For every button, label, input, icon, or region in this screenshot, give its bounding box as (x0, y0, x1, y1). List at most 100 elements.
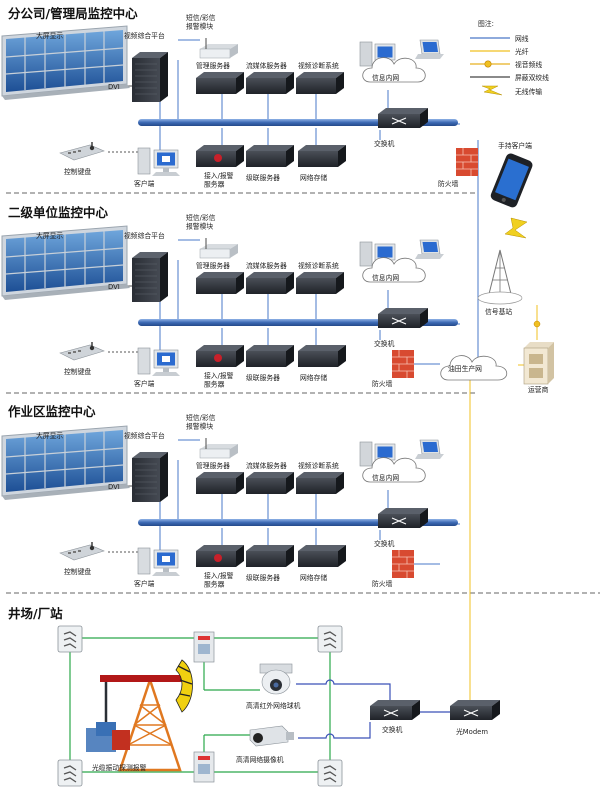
sms-module-label: 报警模块 (186, 22, 213, 31)
switch-label: 交换机 (374, 139, 395, 148)
wireless-icon (504, 217, 528, 239)
storage-icon (298, 145, 346, 167)
mgmt-server-icon (196, 472, 244, 494)
mgmt-server-icon (196, 72, 244, 94)
intranet-label: 信息内网 (372, 273, 399, 282)
sms-module-label: 短信/彩信 (186, 213, 216, 222)
firewall-icon (455, 147, 479, 177)
section-title-4: 井场/厂站 (8, 606, 63, 621)
firewall-icon (391, 349, 415, 379)
section-title-2: 二级单位监控中心 (8, 205, 109, 220)
base-station-label: 信号基站 (485, 307, 512, 316)
client-pc-icon (137, 547, 181, 577)
client-pc-icon (137, 347, 181, 377)
keyboard-label: 控制键盘 (64, 367, 91, 376)
diag-system-label: 视频诊断系统 (298, 261, 339, 270)
video-platform-icon (131, 51, 169, 103)
fiber-sensor-icon (57, 625, 83, 653)
control-keyboard-icon (59, 541, 105, 561)
sms-module-label: 报警模块 (186, 422, 213, 431)
switch-label: 交换机 (374, 339, 395, 348)
client-label: 客户端 (134, 179, 155, 188)
client-pc-icon (137, 147, 181, 177)
wellsite: 高清红外网络球机 高清网络摄像机 光缆振动探测报警 交换机 光Modem (57, 625, 501, 787)
legend-item-stp: 屏蔽双绞线 (515, 73, 549, 82)
wellsite-switch-icon (369, 699, 421, 721)
stream-server-label: 流媒体服务器 (246, 261, 287, 270)
phone-icon (490, 153, 533, 208)
video-platform-icon (131, 451, 169, 503)
keyboard-label: 控制键盘 (64, 567, 91, 576)
storage-icon (298, 345, 346, 367)
mgmt-server-icon (196, 272, 244, 294)
section-dividers (6, 192, 600, 594)
laptop-icon (414, 39, 445, 60)
intranet-label: 信息内网 (372, 473, 399, 482)
alarm-server-label: 接入/报警 (204, 571, 234, 580)
dome-camera-icon (259, 663, 293, 695)
diag-server-icon (296, 472, 344, 494)
stream-server-icon (246, 272, 294, 294)
switch-icon (377, 507, 429, 529)
storage-label: 网络存储 (300, 173, 327, 182)
dvi-label: DVI (108, 83, 120, 91)
firewall-label: 防火墙 (372, 579, 393, 588)
fiber-sensor-icon (317, 625, 343, 653)
laptop-icon (414, 439, 445, 460)
wellsite-switch-label: 交换机 (382, 725, 403, 734)
mgmt-server-label: 管理服务器 (196, 261, 230, 270)
fiber-alarm-label: 光缆振动探测报警 (92, 763, 147, 772)
switch-label: 交换机 (374, 539, 395, 548)
base-station-icon (477, 249, 523, 305)
firewall-label: 防火墙 (372, 379, 393, 388)
firewall-label: 防火墙 (438, 179, 459, 188)
legend-item-fiber: 光纤 (515, 47, 529, 56)
keyboard-label: 控制键盘 (64, 167, 91, 176)
mgmt-server-label: 管理服务器 (196, 461, 230, 470)
intranet-label: 信息内网 (372, 73, 399, 82)
video-wall-label: 大屏显示 (36, 231, 63, 240)
modem-icon (449, 699, 501, 721)
diag-system-label: 视频诊断系统 (298, 461, 339, 470)
sms-module-label: 短信/彩信 (186, 413, 216, 422)
monitoring-center-1: 大屏显示DVI视频综合平台短信/彩信报警模块管理服务器流媒体服务器视频诊断系统接… (1, 13, 479, 189)
gprs-modem-icon (199, 37, 239, 59)
sms-module-label: 短信/彩信 (186, 13, 216, 22)
panel-icon (193, 631, 215, 663)
alarm-server-label: 服务器 (204, 380, 225, 389)
cascade-server-icon (246, 345, 294, 367)
alarm-server-label: 服务器 (204, 180, 225, 189)
cascade-server-icon (246, 145, 294, 167)
oilfield-cloud (440, 355, 508, 381)
gprs-modem-icon (199, 437, 239, 459)
firewall-icon (391, 549, 415, 579)
video-wall-label: 大屏显示 (36, 431, 63, 440)
diag-server-icon (296, 72, 344, 94)
net-camera-label: 高清网络摄像机 (236, 755, 284, 764)
legend: 图注: 网线 光纤 视音频线 屏蔽双绞线 无线传输 (470, 19, 549, 96)
switch-icon (377, 307, 429, 329)
fiber-sensor-icon (317, 759, 343, 787)
net-camera-icon (249, 725, 294, 747)
dvi-label: DVI (108, 483, 120, 491)
dvi-label: DVI (108, 283, 120, 291)
legend-item-wireless: 无线传输 (515, 87, 542, 96)
monitoring-center-3: 大屏显示DVI视频综合平台短信/彩信报警模块管理服务器流媒体服务器视频诊断系统接… (1, 413, 460, 589)
storage-label: 网络存储 (300, 573, 327, 582)
right-side: 手持客户端 信号基站 油田生产网 运营商 (440, 140, 554, 710)
client-label: 客户端 (134, 379, 155, 388)
video-platform-icon (131, 251, 169, 303)
handheld-label: 手持客户端 (498, 141, 532, 150)
stream-server-icon (246, 472, 294, 494)
mgmt-server-label: 管理服务器 (196, 61, 230, 70)
video-platform-label: 视频综合平台 (124, 231, 165, 240)
alarm-server-label: 接入/报警 (204, 371, 234, 380)
laptop-icon (414, 239, 445, 260)
legend-item-lan: 网线 (515, 34, 529, 43)
cascade-server-label: 级联服务器 (246, 573, 280, 582)
client-label: 客户端 (134, 579, 155, 588)
operator-label: 运营商 (528, 385, 549, 394)
section-title-3: 作业区监控中心 (8, 404, 96, 419)
modem-label: 光Modem (456, 727, 488, 736)
